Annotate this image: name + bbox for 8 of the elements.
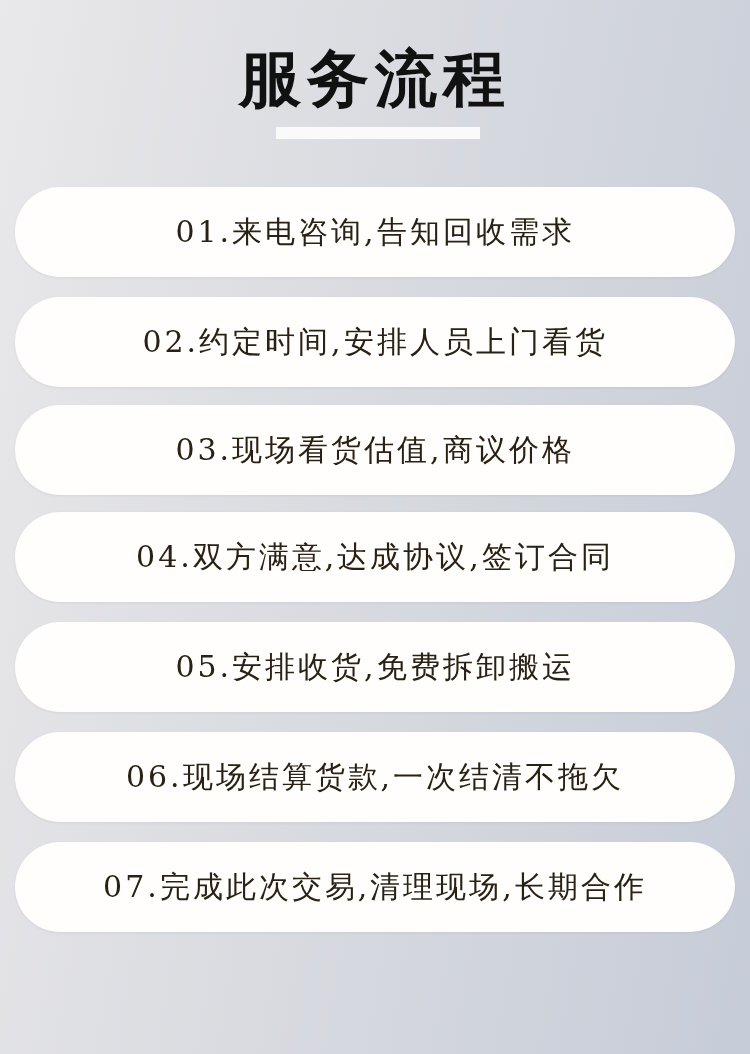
step-text: 06.现场结算货款,一次结清不拖欠 (125, 759, 625, 795)
title: 服务流程 (239, 42, 511, 117)
step-text: 01.来电咨询,告知回收需求 (175, 214, 575, 250)
step-text: 03.现场看货估值,商议价格 (175, 432, 575, 468)
step-text: 05.安排收货,免费拆卸搬运 (175, 649, 575, 685)
step-text: 02.约定时间,安排人员上门看货 (142, 324, 608, 360)
step-text: 04.双方满意,达成协议,签订合同 (136, 539, 614, 575)
step-text: 07.完成此次交易,清理现场,长期合作 (103, 869, 647, 905)
